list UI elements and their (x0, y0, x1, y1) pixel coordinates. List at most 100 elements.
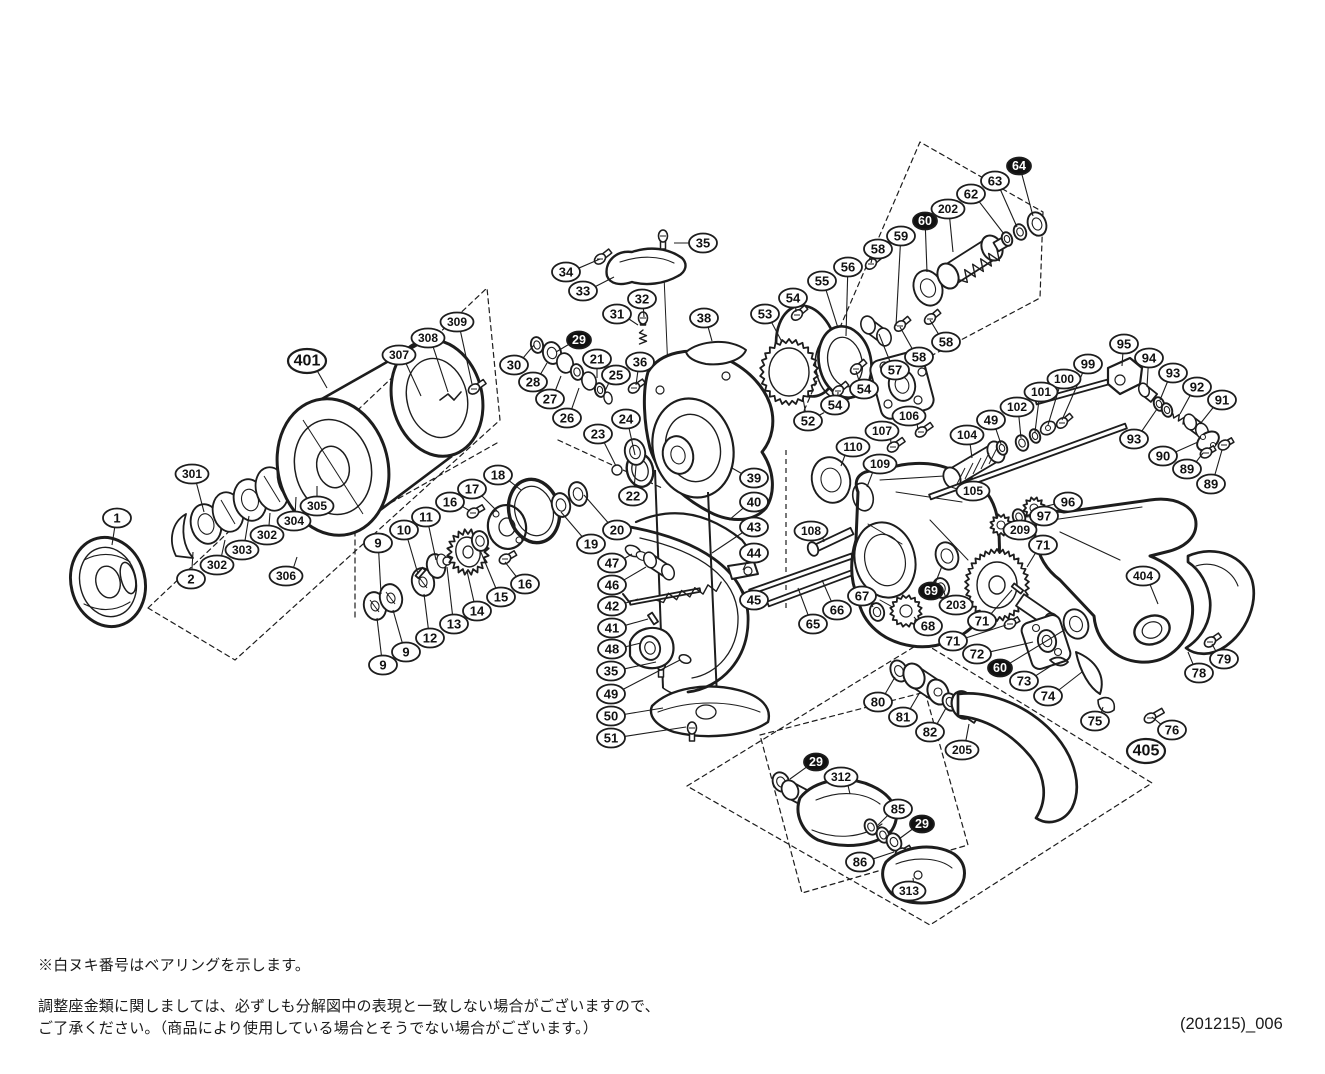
part-number: 54 (857, 382, 872, 397)
part-number: 67 (855, 589, 869, 604)
part-number: 96 (1061, 495, 1075, 510)
callout-bubble (999, 396, 1035, 418)
callout-306: 306 (268, 556, 304, 587)
callout-bubble (1125, 737, 1167, 765)
part-number: 11 (419, 510, 433, 525)
part-number: 36 (633, 355, 647, 370)
callout-bubble (618, 485, 648, 507)
callout-bubble (625, 351, 655, 373)
callout-301: 301 (174, 463, 210, 513)
callout-313: 313 (891, 877, 927, 902)
callout-bubble (174, 463, 210, 485)
callout-58: 58 (863, 238, 893, 264)
callout-58: 58 (899, 326, 934, 368)
part-number: 60 (918, 214, 932, 228)
callout-bubble (410, 327, 446, 349)
callout-21: 21 (582, 348, 612, 378)
callout-bubble (955, 480, 991, 502)
callout-12: 12 (415, 593, 445, 649)
callout-9: 9 (391, 609, 421, 663)
callout-bubble (596, 727, 626, 749)
part-number: 41 (605, 621, 619, 636)
callout-16: 16 (504, 561, 540, 595)
part-number: 49 (984, 413, 998, 428)
callout-80: 80 (863, 676, 896, 713)
callout-305: 305 (299, 486, 335, 517)
callout-22: 22 (618, 465, 648, 507)
part-number: 71 (1036, 538, 1050, 553)
part-number: 304 (284, 514, 304, 528)
callout-73: 73 (1009, 663, 1055, 692)
callout-bubble (1158, 362, 1188, 384)
callout-23: 23 (583, 423, 617, 467)
callout-bubble (820, 394, 850, 416)
callout-bubble (415, 627, 445, 649)
callout-bubble (880, 359, 910, 381)
callout-bubble (913, 615, 943, 637)
part-number: 40 (747, 495, 761, 510)
part-number: 49 (604, 687, 618, 702)
callout-71: 71 (967, 589, 1013, 632)
part-number: 92 (1190, 380, 1204, 395)
callout-105: 105 (950, 480, 991, 502)
callout-bubble (823, 766, 859, 788)
callout-93: 93 (1158, 362, 1188, 401)
callout-97: 97 (1025, 505, 1059, 527)
part-number: 56 (841, 260, 855, 275)
callout-75: 75 (1080, 706, 1110, 732)
callout-bubble (483, 464, 513, 486)
callout-81: 81 (888, 691, 921, 728)
callout-54: 54 (820, 391, 850, 416)
part-number: 68 (921, 619, 935, 634)
callout-11: 11 (411, 506, 441, 561)
part-number: 19 (584, 537, 598, 552)
callout-bubble (739, 589, 769, 611)
callout-bubble (1006, 156, 1032, 176)
part-number: 20 (610, 523, 624, 538)
callout-65: 65 (797, 587, 828, 635)
callout-28: 28 (518, 362, 548, 393)
note-washers-line2: ご了承ください。（商品により使用している場合とそうでない場合がございます。） (38, 1020, 598, 1037)
callout-24: 24 (611, 408, 641, 456)
part-number: 9 (402, 645, 409, 660)
callout-51: 51 (596, 726, 687, 749)
callout-303: 303 (224, 515, 260, 561)
callout-63: 63 (980, 170, 1018, 228)
part-number: 17 (465, 482, 479, 497)
callout-89: 89 (1196, 449, 1226, 495)
callout-15: 15 (479, 549, 516, 608)
callout-205: 205 (944, 723, 980, 761)
part-number: 21 (590, 352, 604, 367)
part-number: 73 (1017, 674, 1031, 689)
callout-62: 62 (956, 183, 1005, 235)
callout-bubble (1053, 491, 1083, 513)
part-number: 309 (447, 315, 467, 329)
callout-bubble (568, 280, 598, 302)
part-number: 60 (993, 661, 1007, 675)
callout-1: 1 (102, 507, 132, 546)
part-number: 86 (853, 855, 867, 870)
document-code: (201215)_006 (1180, 1015, 1283, 1033)
callout-bubble (864, 420, 900, 442)
part-number: 65 (806, 617, 820, 632)
part-number: 35 (696, 236, 710, 251)
callout-bubble (552, 407, 582, 429)
callout-2: 2 (176, 551, 206, 590)
callout-44: 44 (739, 542, 769, 571)
part-number: 305 (307, 499, 327, 513)
callout-bubble (793, 520, 829, 542)
callout-bubble (980, 170, 1010, 192)
callout-bubble (566, 330, 592, 350)
part-number: 82 (923, 725, 937, 740)
callout-bubble (276, 510, 312, 532)
callout-bubble (224, 539, 260, 561)
part-number: 18 (491, 468, 505, 483)
callout-18: 18 (483, 464, 522, 491)
callout-bubble (835, 436, 871, 458)
part-number: 101 (1031, 385, 1051, 399)
callout-bubble (611, 408, 641, 430)
callout-bubble (750, 303, 780, 325)
part-number: 55 (815, 274, 829, 289)
part-number: 93 (1127, 432, 1141, 447)
callout-9: 9 (368, 617, 398, 676)
